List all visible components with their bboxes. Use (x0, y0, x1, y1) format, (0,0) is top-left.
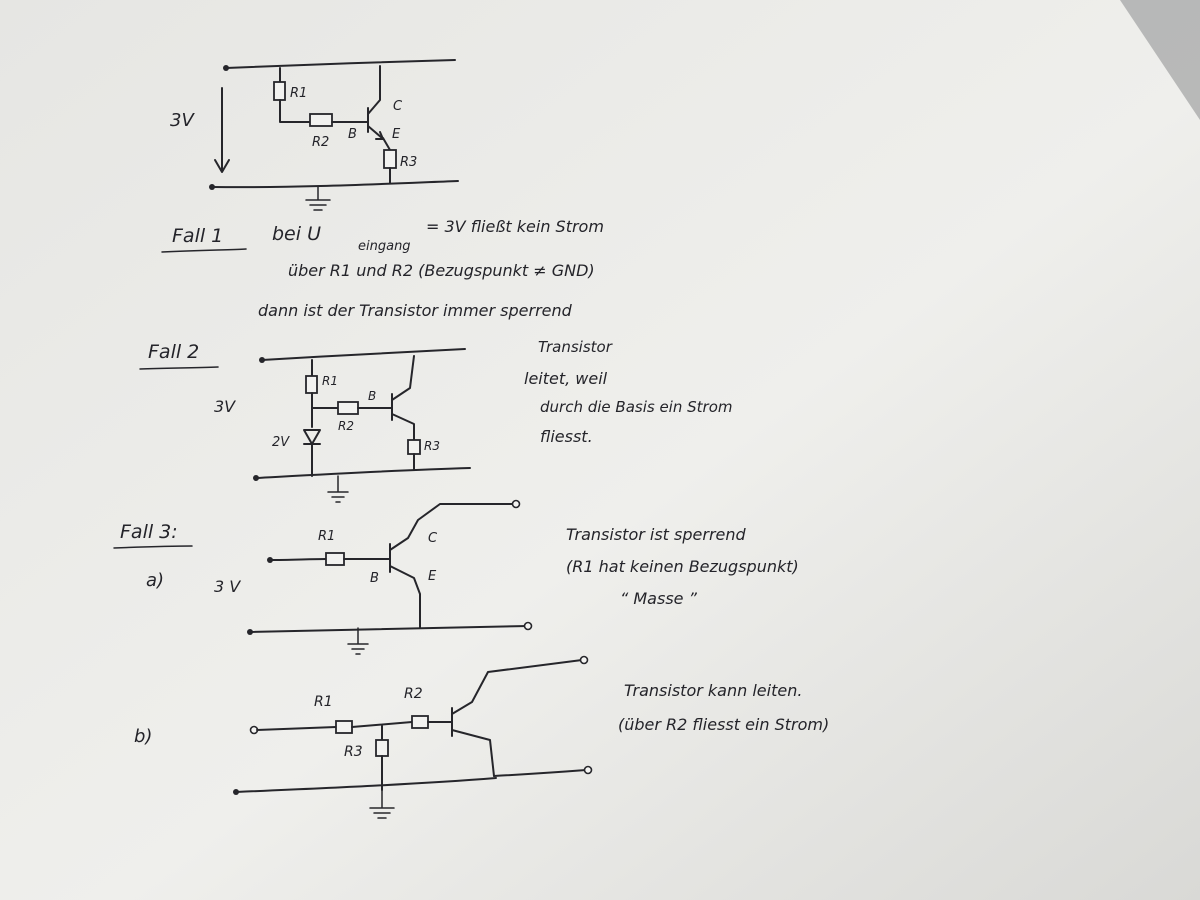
fall3-heading: Fall 3: (120, 521, 178, 543)
fall1-collector-label: C (393, 99, 403, 114)
fall1-heading: Fall 1 (172, 225, 223, 247)
fall1-emitter-label: E (392, 127, 401, 142)
fall1-voltage-label: 3V (170, 110, 195, 131)
fall3a-note-line2: (R1 hat keinen Bezugspunkt) (566, 557, 799, 576)
fall2-note-line1: Transistor (538, 338, 613, 356)
fall3a-r1-label: R1 (318, 529, 335, 544)
fall1-r2-label: R2 (312, 135, 329, 150)
fall2-heading: Fall 2 (148, 341, 199, 363)
fall3a-voltage-label: 3 V (214, 577, 241, 596)
fall3b-r3-label: R3 (344, 744, 363, 760)
fall3a-note-line3: “ Masse ” (620, 589, 698, 608)
fall3a-emitter-label: E (428, 569, 437, 584)
fall1-r3-label: R3 (400, 155, 417, 170)
fall2-note-line4: fliesst. (540, 427, 593, 446)
fall3b-r1-label: R1 (314, 694, 333, 710)
fall3a-collector-label: C (428, 531, 438, 546)
fall1-line1: bei U (272, 223, 321, 245)
fall2-note-line3: durch die Basis ein Strom (540, 398, 732, 416)
fall3-part-a-label: a) (146, 570, 164, 591)
fall1-line3: dann ist der Transistor immer sperrend (258, 301, 573, 320)
desk-shadow (1120, 0, 1200, 120)
fall1-heading-underline (161, 248, 247, 253)
fall3-heading-underline (113, 545, 193, 549)
fall3a-base-label: B (370, 571, 379, 586)
fall2-r1-label: R1 (322, 374, 338, 388)
fall2-note-line2: leitet, weil (524, 369, 608, 388)
fall2-r3-label: R3 (424, 439, 440, 453)
fall3b-note-line1: Transistor kann leiten. (624, 681, 802, 700)
fall3b-circuit (233, 655, 593, 819)
fall1-line2: über R1 und R2 (Bezugspunkt ≠ GND) (288, 261, 595, 280)
fall3b-note-line2: (über R2 fliesst ein Strom) (618, 715, 829, 734)
fall3b-r2-label: R2 (404, 686, 423, 702)
fall1-line1-rest: = 3V fließt kein Strom (426, 217, 604, 236)
fall2-r2-label: R2 (338, 419, 354, 433)
fall3a-note-line1: Transistor ist sperrend (566, 525, 747, 544)
fall2-diode-voltage-label: 2V (272, 435, 290, 450)
fall1-circuit (209, 59, 459, 211)
fall1-r1-label: R1 (290, 86, 307, 101)
fall2-heading-underline (139, 366, 219, 370)
fall2-voltage-label: 3V (214, 397, 236, 416)
fall1-line1-subscript: eingang (358, 239, 411, 254)
fall1-base-label: B (348, 127, 357, 142)
fall2-circuit (253, 348, 471, 503)
fall2-base-label: B (368, 389, 376, 403)
fall3-part-b-label: b) (134, 726, 152, 747)
fall3a-circuit (247, 499, 533, 655)
